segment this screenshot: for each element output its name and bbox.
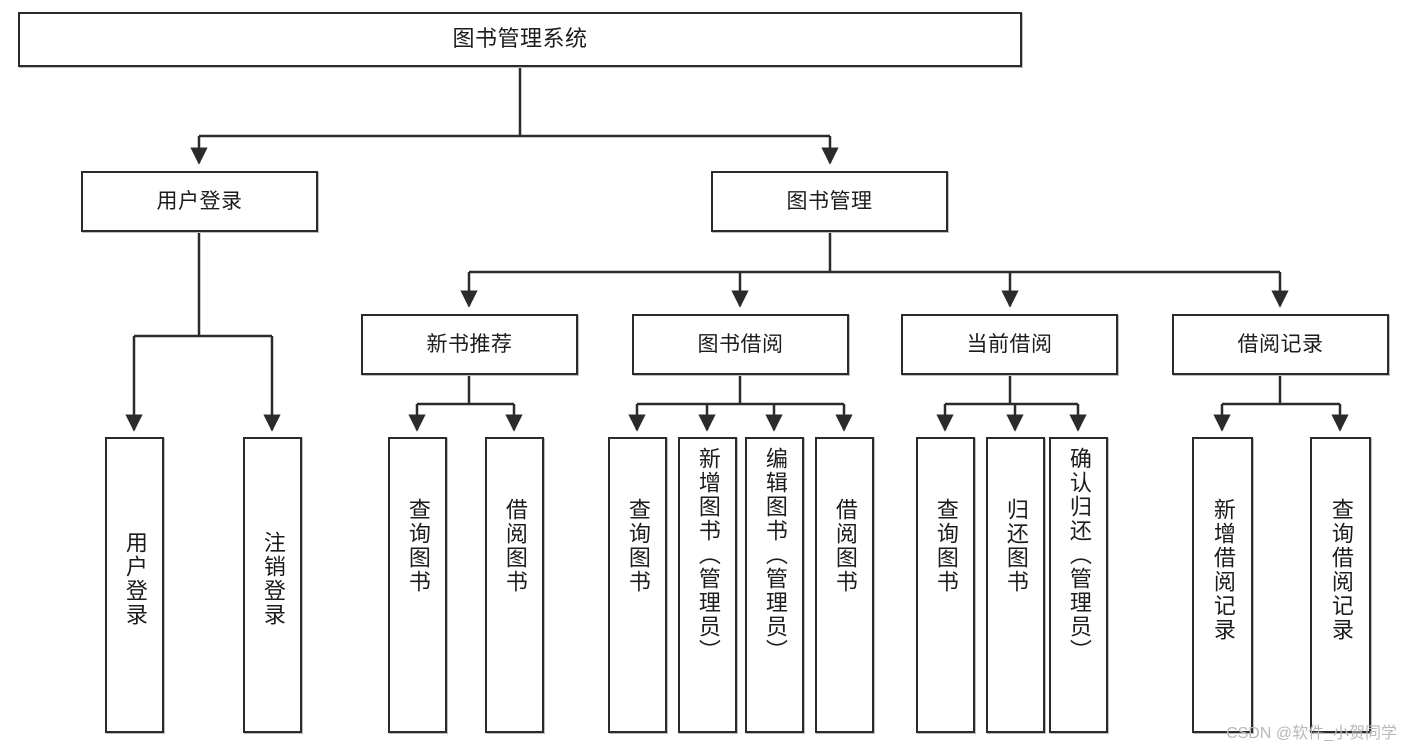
leaf-user-login-logout[interactable]: 注销登录 (243, 437, 302, 733)
node-label: 编辑图书（管理员） (762, 447, 788, 663)
node-label: 归还图书 (1003, 498, 1029, 594)
node-label: 新增借阅记录 (1210, 498, 1236, 642)
node-borrow-record[interactable]: 借阅记录 (1172, 314, 1389, 375)
node-label: 借阅图书 (502, 498, 528, 594)
node-label: 图书借阅 (697, 332, 784, 356)
node-label: 借阅图书 (832, 498, 858, 594)
node-label: 图书管理系统 (452, 26, 588, 52)
leaf-current-borrow-query[interactable]: 查询图书 (916, 437, 975, 733)
node-label: 新书推荐 (426, 332, 513, 356)
leaf-current-borrow-confirm-return[interactable]: 确认归还（管理员） (1049, 437, 1108, 733)
leaf-new-book-borrow[interactable]: 借阅图书 (485, 437, 544, 733)
node-label: 查询图书 (933, 498, 959, 594)
node-book-management[interactable]: 图书管理 (711, 171, 948, 232)
leaf-borrow-record-add[interactable]: 新增借阅记录 (1192, 437, 1253, 733)
node-label: 用户登录 (122, 531, 148, 627)
node-label: 新增图书（管理员） (695, 447, 721, 663)
node-current-borrow[interactable]: 当前借阅 (901, 314, 1118, 375)
node-user-login[interactable]: 用户登录 (81, 171, 318, 232)
leaf-book-borrow-borrow[interactable]: 借阅图书 (815, 437, 874, 733)
leaf-book-borrow-add[interactable]: 新增图书（管理员） (678, 437, 737, 733)
node-label: 用户登录 (156, 189, 243, 213)
node-label: 查询借阅记录 (1328, 498, 1354, 642)
node-label: 确认归还（管理员） (1066, 447, 1092, 663)
leaf-user-login-login[interactable]: 用户登录 (105, 437, 164, 733)
leaf-new-book-query[interactable]: 查询图书 (388, 437, 447, 733)
node-label: 图书管理 (786, 189, 873, 213)
node-label: 查询图书 (625, 498, 651, 594)
node-label: 当前借阅 (966, 332, 1053, 356)
node-root-system[interactable]: 图书管理系统 (18, 12, 1022, 67)
leaf-book-borrow-query[interactable]: 查询图书 (608, 437, 667, 733)
node-new-book-recommend[interactable]: 新书推荐 (361, 314, 578, 375)
leaf-book-borrow-edit[interactable]: 编辑图书（管理员） (745, 437, 804, 733)
leaf-current-borrow-return[interactable]: 归还图书 (986, 437, 1045, 733)
node-label: 注销登录 (260, 531, 286, 627)
node-label: 借阅记录 (1237, 332, 1324, 356)
node-book-borrow[interactable]: 图书借阅 (632, 314, 849, 375)
node-label: 查询图书 (405, 498, 431, 594)
watermark-text: CSDN @软件_小贺同学 (1226, 725, 1397, 742)
leaf-borrow-record-query[interactable]: 查询借阅记录 (1310, 437, 1371, 733)
